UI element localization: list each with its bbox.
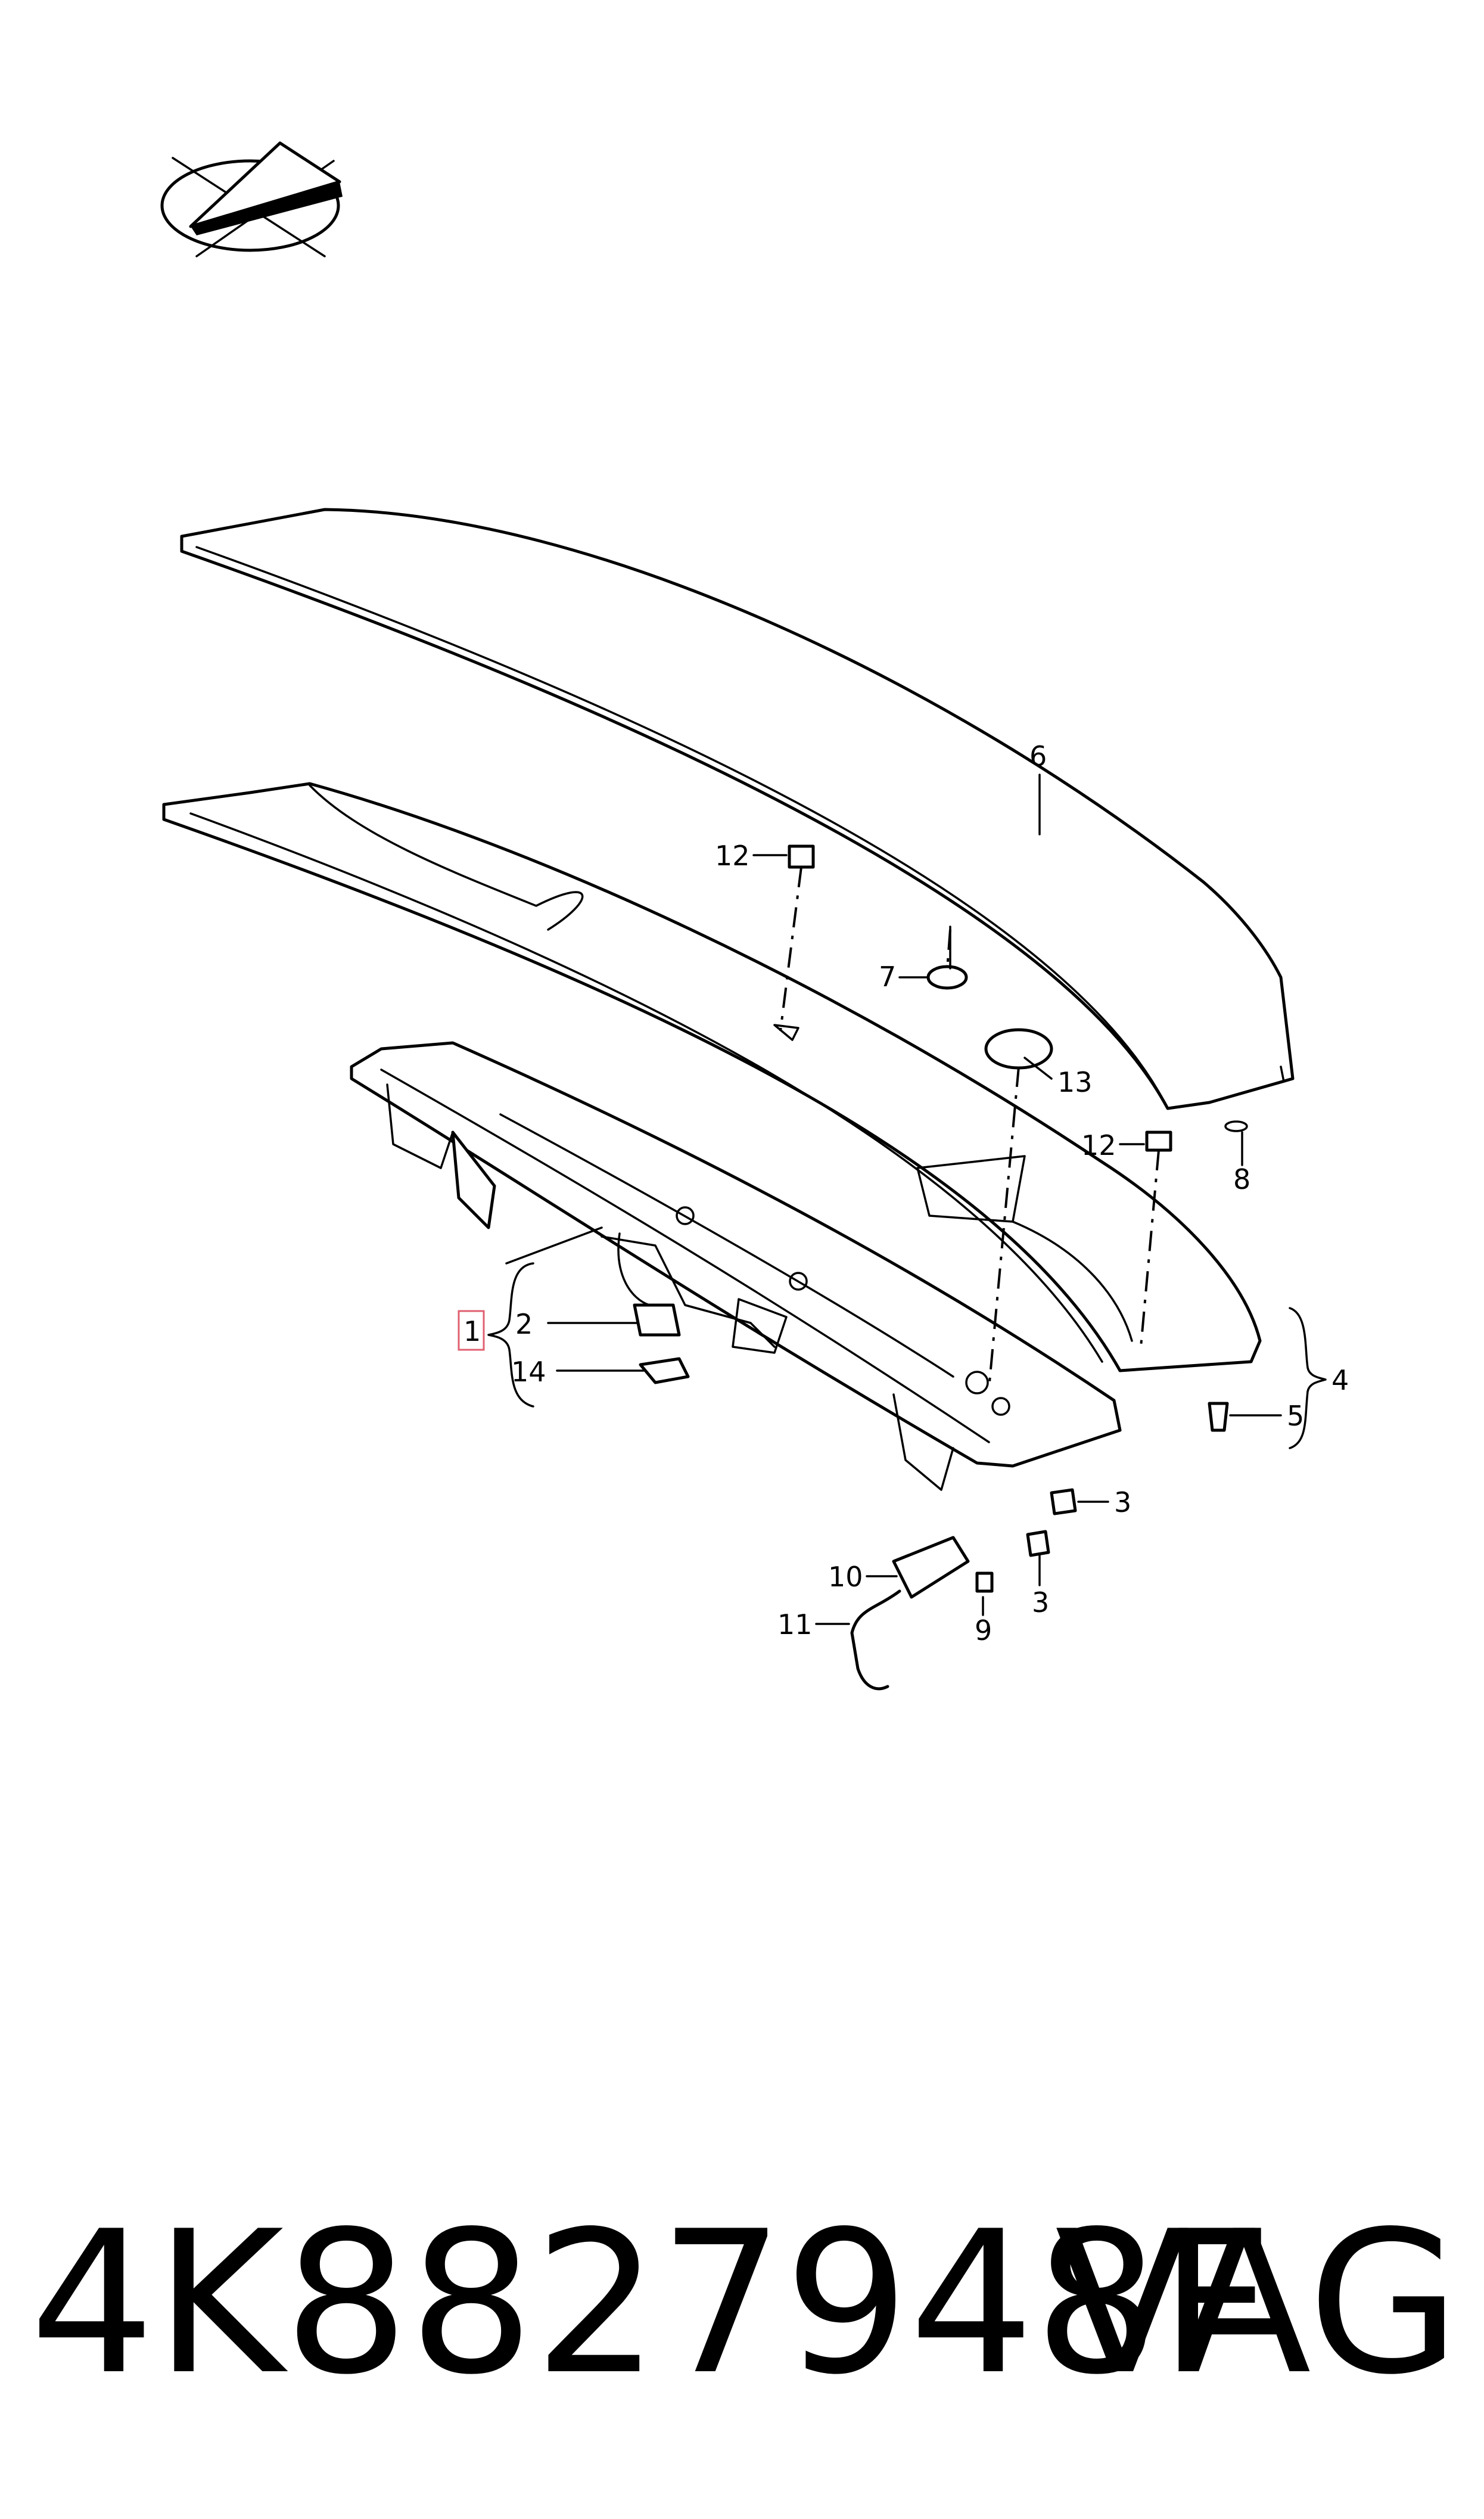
orientation-arrow-icon (160, 141, 343, 257)
spoiler-lid-part-6 (180, 508, 1295, 1110)
callout-6: 6 (1029, 740, 1047, 772)
spoiler-drive-part-1 (350, 1041, 1122, 1491)
part-9-bolt (975, 1571, 994, 1593)
spoiler-body-part-4 (162, 782, 1262, 1372)
callout-1: 1 (463, 1315, 481, 1347)
callout-8: 8 (1233, 1163, 1250, 1195)
group-braces (487, 1262, 1327, 1449)
part-12-clip (788, 844, 815, 869)
part-10-housing (892, 1536, 970, 1599)
part-7-grommet (926, 965, 968, 990)
callout-labels: 1 2 14 12 6 7 13 12 8 4 5 3 3 9 10 11 (463, 740, 1349, 1647)
callout-4: 4 (1331, 1364, 1349, 1396)
part-5-clip (1208, 1402, 1229, 1432)
callout-3: 3 (1114, 1486, 1131, 1518)
callout-9: 9 (975, 1614, 992, 1647)
part-14-clip (639, 1357, 690, 1384)
callout-12b: 12 (1081, 1129, 1116, 1161)
callout-10: 10 (828, 1561, 863, 1593)
callout-3b: 3 (1032, 1586, 1049, 1619)
callout-14: 14 (511, 1356, 546, 1388)
brand-text: VAG (1054, 2189, 1460, 2418)
part-12b-clip (1145, 1130, 1172, 1152)
callout-7: 7 (879, 961, 896, 993)
part-3b-nut (1026, 1530, 1050, 1557)
part-2-connector (633, 1303, 681, 1337)
part-11-cable (850, 1589, 901, 1691)
callout-13: 13 (1057, 1066, 1093, 1098)
part-8-washer (1224, 1120, 1248, 1132)
leader-lines (505, 774, 1282, 1625)
callout-2: 2 (515, 1308, 533, 1340)
wire-loom (617, 1232, 651, 1306)
small-parts (617, 844, 1248, 1691)
callout-12: 12 (715, 840, 750, 872)
part-number-text: 4K8827948F (30, 2189, 1273, 2418)
callout-5: 5 (1287, 1400, 1304, 1432)
callout-1-highlight (458, 1310, 485, 1351)
callout-11: 11 (777, 1608, 813, 1641)
part-13-plate (984, 1028, 1053, 1070)
part-3-nut (1050, 1488, 1077, 1515)
